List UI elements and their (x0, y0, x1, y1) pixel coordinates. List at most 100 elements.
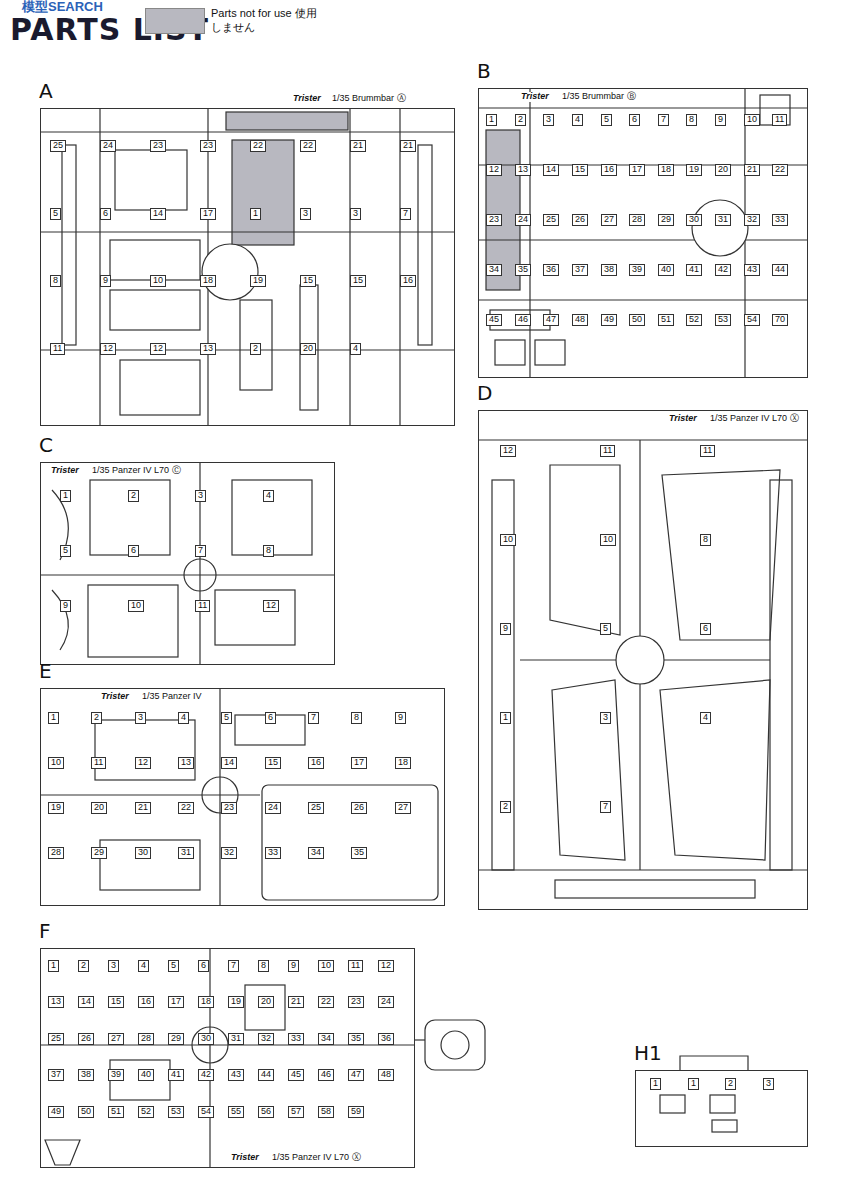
brand-name: Trister (520, 92, 550, 102)
callout-number: 46 (318, 1069, 334, 1081)
callout-number: 22 (772, 164, 788, 176)
sprue-name: 1/35 Brummbar Ⓐ (330, 94, 408, 104)
sprue-letter: D (477, 381, 492, 405)
callout-number: 2 (78, 960, 89, 972)
brand-name: Trister (292, 94, 322, 104)
callout-number: 2 (515, 114, 526, 126)
callout-number: 40 (658, 264, 674, 276)
callout-number: 8 (700, 534, 711, 546)
callout-number: 2 (250, 343, 261, 355)
callout-number: 36 (543, 264, 559, 276)
callout-number: 39 (629, 264, 645, 276)
callout-number: 29 (658, 214, 674, 226)
callout-number: 57 (288, 1106, 304, 1118)
callout-number: 26 (351, 802, 367, 814)
callout-number: 7 (195, 545, 206, 557)
callout-number: 23 (348, 996, 364, 1008)
callout-number: 22 (250, 140, 266, 152)
callout-number: 30 (686, 214, 702, 226)
callout-number: 17 (168, 996, 184, 1008)
callout-number: 19 (228, 996, 244, 1008)
watermark: 模型SEARCH (22, 0, 103, 14)
callout-number: 3 (135, 712, 146, 724)
callout-number: 7 (308, 712, 319, 724)
callout-number: 18 (198, 996, 214, 1008)
callout-number: 14 (543, 164, 559, 176)
callout-number: 4 (700, 712, 711, 724)
callout-number: 20 (91, 802, 107, 814)
callout-number: 41 (686, 264, 702, 276)
callout-number: 6 (700, 623, 711, 635)
callout-number: 14 (221, 757, 237, 769)
sprue-letter: H1 (634, 1041, 662, 1065)
callout-number: 6 (100, 208, 111, 220)
legend-text: Parts not for use 使用しません (211, 6, 319, 35)
callout-number: 54 (198, 1106, 214, 1118)
callout-number: 23 (200, 140, 216, 152)
callout-number: 25 (50, 140, 66, 152)
callout-number: 9 (715, 114, 726, 126)
callout-number: 11 (348, 960, 363, 972)
callout-number: 31 (228, 1033, 244, 1045)
callout-number: 25 (48, 1033, 64, 1045)
callout-number: 10 (318, 960, 334, 972)
brand-name: Trister (668, 414, 698, 424)
callout-number: 15 (350, 275, 366, 287)
callout-number: 19 (250, 275, 266, 287)
callout-number: 25 (308, 802, 324, 814)
callout-number: 6 (128, 545, 139, 557)
callout-number: 5 (168, 960, 179, 972)
callout-number: 30 (135, 847, 151, 859)
sprue-name: 1/35 Panzer IV L70 Ⓧ (270, 1153, 363, 1163)
callout-number: 53 (715, 314, 731, 326)
callout-number: 56 (258, 1106, 274, 1118)
callout-number: 33 (265, 847, 281, 859)
callout-number: 51 (658, 314, 674, 326)
brand-name: Trister (230, 1153, 260, 1163)
sprue-letter: C (39, 433, 53, 457)
callout-number: 19 (48, 802, 64, 814)
callout-number: 1 (650, 1078, 661, 1090)
callout-number: 1 (250, 208, 261, 220)
callout-number: 26 (572, 214, 588, 226)
callout-number: 49 (48, 1106, 64, 1118)
callout-number: 29 (91, 847, 107, 859)
callout-number: 22 (318, 996, 334, 1008)
callout-number: 30 (198, 1033, 214, 1045)
callout-number: 42 (198, 1069, 214, 1081)
callout-number: 16 (138, 996, 154, 1008)
legend-swatch (145, 8, 205, 34)
callout-number: 49 (601, 314, 617, 326)
callout-number: 10 (500, 534, 516, 546)
callout-number: 22 (300, 140, 316, 152)
callout-number: 7 (400, 208, 411, 220)
callout-number: 54 (744, 314, 760, 326)
callout-number: 35 (515, 264, 531, 276)
callout-number: 17 (351, 757, 367, 769)
callout-number: 5 (60, 545, 71, 557)
callout-number: 8 (351, 712, 362, 724)
callout-number: 2 (128, 490, 139, 502)
sprue-name: 1/35 Brummbar Ⓑ (560, 92, 638, 102)
callout-number: 35 (351, 847, 367, 859)
callout-number: 9 (60, 600, 71, 612)
callout-number: 11 (772, 114, 787, 126)
callout-number: 35 (348, 1033, 364, 1045)
callout-number: 58 (318, 1106, 334, 1118)
callout-number: 37 (48, 1069, 64, 1081)
callout-number: 26 (78, 1033, 94, 1045)
callout-number: 4 (350, 343, 361, 355)
callout-number: 3 (108, 960, 119, 972)
callout-number: 22 (178, 802, 194, 814)
callout-number: 8 (686, 114, 697, 126)
callout-number: 4 (138, 960, 149, 972)
callout-number: 1 (48, 712, 59, 724)
brand-name: Trister (50, 466, 80, 476)
sprue-frame: A (40, 108, 455, 426)
callout-number: 23 (486, 214, 502, 226)
callout-number: 47 (348, 1069, 364, 1081)
callout-number: 5 (221, 712, 232, 724)
callout-number: 12 (378, 960, 394, 972)
callout-number: 21 (350, 140, 366, 152)
callout-number: 23 (150, 140, 166, 152)
